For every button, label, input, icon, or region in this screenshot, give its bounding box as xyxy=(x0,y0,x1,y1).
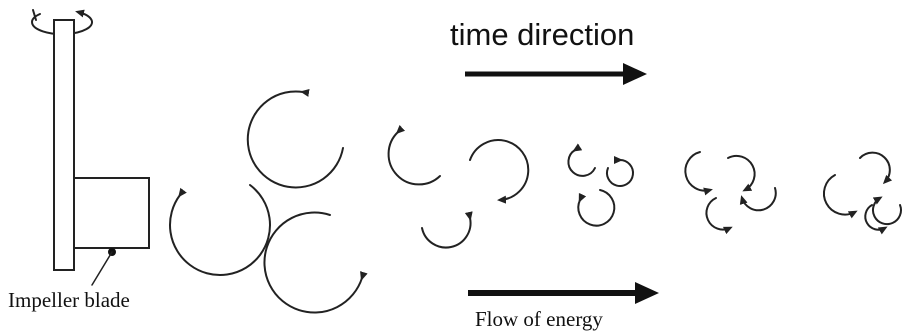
small-eddy-top xyxy=(567,143,596,177)
shaft-rotation-tail xyxy=(32,9,37,21)
time-direction-label: time direction xyxy=(450,17,634,52)
smallest-eddy-1 xyxy=(822,174,858,219)
small-eddy-bottom xyxy=(577,189,616,227)
smaller-eddy-2 xyxy=(727,154,756,192)
large-eddy-right xyxy=(263,211,368,314)
flow-of-energy-label: Flow of energy xyxy=(475,307,603,331)
smaller-eddy-4 xyxy=(705,197,733,235)
smallest-eddy-4 xyxy=(864,204,888,235)
medium-eddy-right xyxy=(469,139,530,204)
medium-eddy-top xyxy=(387,124,441,186)
smallest-eddy-3 xyxy=(871,196,902,226)
smaller-eddy-3 xyxy=(739,187,777,212)
impeller-shaft xyxy=(53,19,75,271)
impeller-blade xyxy=(73,177,150,249)
small-eddy-right xyxy=(606,155,634,187)
medium-eddy-bottom xyxy=(421,211,473,249)
large-eddy-left xyxy=(169,184,271,276)
large-eddy-top xyxy=(246,88,344,189)
impeller-blade-pointer-line xyxy=(91,251,113,286)
smaller-eddy-1 xyxy=(684,151,713,196)
smallest-eddy-2 xyxy=(859,151,893,185)
impeller-blade-label: Impeller blade xyxy=(8,288,130,312)
